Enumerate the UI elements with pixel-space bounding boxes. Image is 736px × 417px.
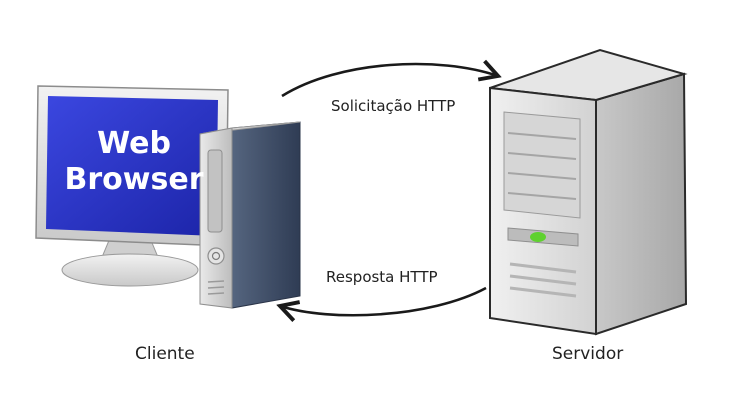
response-label: Resposta HTTP (326, 268, 438, 286)
monitor-icon (35, 85, 229, 287)
server-label: Servidor (552, 344, 624, 364)
arrow-right-icon (281, 64, 498, 98)
screen-text: Web Browser (64, 126, 204, 198)
server-power-led (530, 232, 546, 242)
server-tower-icon (489, 48, 688, 336)
request-label: Solicitação HTTP (331, 97, 456, 115)
desktop-tower-icon (199, 121, 301, 309)
arrow-left-icon (280, 286, 487, 315)
screen-line-browser: Browser (64, 162, 204, 197)
client-label: Cliente (135, 344, 195, 364)
screen-line-web: Web (97, 126, 171, 161)
